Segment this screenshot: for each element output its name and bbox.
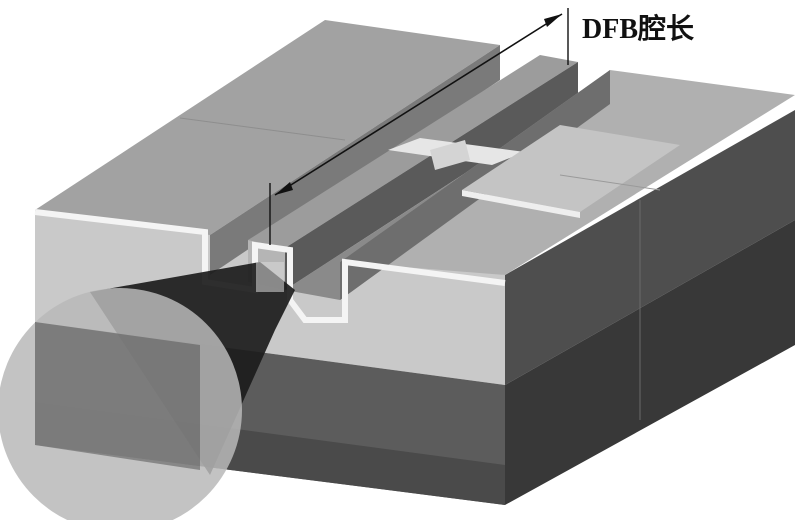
magnifier-inner-layer (35, 322, 200, 470)
block-side-face-upper (505, 110, 795, 385)
cavity-length-label: DFB腔长 (582, 13, 694, 45)
waveguide-core-highlight (256, 262, 284, 292)
ridge-side (285, 62, 578, 290)
mesa-seam-left (179, 117, 346, 141)
contact-bridge-2 (430, 140, 470, 170)
block-side-face-lower (505, 220, 795, 505)
contact-pad-edge (462, 190, 580, 218)
contact-pad (462, 125, 680, 212)
left-mesa-wall (210, 45, 500, 275)
left-mesa-top (35, 20, 500, 235)
double-arrow-icon (269, 8, 569, 245)
front-profile-line (34, 209, 506, 323)
mesa-seam-right (559, 174, 661, 191)
